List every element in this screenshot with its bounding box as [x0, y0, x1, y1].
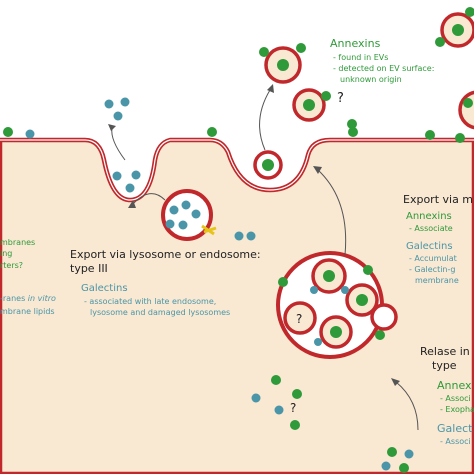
right-line: - Accumulat — [409, 254, 457, 263]
galectin-dot — [314, 338, 322, 346]
galectin-dot — [125, 183, 135, 193]
annexin-dot — [292, 389, 302, 399]
galectin-dot — [310, 286, 318, 294]
left-fragment: -ranes in vitro — [0, 294, 56, 303]
annexin-dot — [348, 127, 358, 137]
annexin-dot — [356, 294, 368, 306]
galectin-dot — [131, 170, 141, 180]
lysosome-heading: Export via lysosome or endosome: — [70, 248, 261, 261]
annexin-dot — [278, 277, 288, 287]
right-galectins: Galectins — [406, 241, 453, 252]
annexin-dot — [399, 463, 409, 473]
autophagosome — [370, 303, 398, 331]
annexin-dot — [262, 159, 274, 171]
cell-cytoplasm — [0, 137, 474, 474]
annexin-dot — [321, 91, 331, 101]
annexin-dot — [465, 7, 474, 17]
right-line: - Associ — [440, 394, 471, 403]
galectin-dot — [234, 231, 244, 241]
question-mark: ? — [296, 312, 302, 326]
annexins-line: unknown origin — [340, 75, 402, 84]
annexin-dot — [347, 119, 357, 129]
question-mark: ? — [337, 91, 344, 106]
galectin-dot — [113, 111, 123, 121]
annexin-dot — [363, 265, 373, 275]
galectin-dot — [178, 220, 188, 230]
right-heading: Export via m — [403, 193, 473, 206]
cell-membrane-inner — [0, 139, 474, 201]
budding-vesicle — [458, 90, 474, 130]
arrow-head — [391, 378, 400, 386]
galectin-dot — [181, 200, 191, 210]
lysosome — [161, 189, 213, 241]
arrow-head — [128, 200, 136, 208]
left-fragment: ing — [0, 249, 12, 258]
arrow-head — [108, 124, 116, 131]
annexin-dot — [259, 47, 269, 57]
galectin-dot — [25, 129, 35, 139]
arrow-head — [267, 84, 274, 93]
annexin-dot — [323, 270, 335, 282]
release-arrow — [395, 381, 419, 431]
galectin-dot — [112, 171, 122, 181]
annexins-line: - found in EVs — [333, 53, 388, 62]
annexin-dot — [277, 59, 289, 71]
galectin-dot — [191, 209, 201, 219]
annexin-dot — [271, 375, 281, 385]
lysosome-heading: type III — [70, 262, 108, 275]
left-fragment: mbrane lipids — [0, 307, 55, 316]
annexin-dot — [207, 127, 217, 137]
arrow-head — [313, 166, 322, 174]
lysosome-arrow — [131, 193, 166, 206]
right-galectins: Galect — [437, 422, 473, 435]
galectin-dot — [169, 205, 179, 215]
right-heading: Relase in — [420, 345, 470, 358]
annexin-dot — [435, 37, 445, 47]
annexin-dot — [452, 24, 464, 36]
left-fragment: mbranes — [0, 238, 35, 247]
annexin-dot — [375, 330, 385, 340]
intraluminal-vesicle — [283, 301, 317, 335]
right-line: membrane — [415, 276, 459, 285]
galectin-dot — [404, 449, 414, 459]
annexin-dot — [3, 127, 13, 137]
annexin-dot — [303, 99, 315, 111]
annexin-dot — [296, 43, 306, 53]
galectins-line: lysosome and damaged lysosomes — [90, 308, 230, 317]
galectin-dot — [251, 393, 261, 403]
mvb-arrow — [317, 169, 347, 256]
annexin-dot — [425, 130, 435, 140]
vesicle-arrow — [259, 89, 271, 151]
annexin-dot — [455, 133, 465, 143]
galectin-dot — [274, 405, 284, 415]
release-arrow — [111, 127, 126, 161]
right-annexins: Annex — [437, 379, 472, 392]
annexin-dot — [463, 98, 473, 108]
annexin-dot — [330, 326, 342, 338]
galectins-line: - associated with late endosome, — [84, 297, 216, 306]
galectin-dot — [104, 99, 114, 109]
damage-marker — [201, 224, 217, 236]
question-mark: ? — [290, 401, 296, 415]
right-heading: type — [432, 359, 457, 372]
right-line: - Associ — [440, 437, 471, 446]
right-line: - Galectin-g — [409, 265, 455, 274]
right-annexins: Annexins — [406, 211, 452, 222]
right-line: - Exopha — [440, 405, 474, 414]
galectin-dot — [165, 219, 175, 229]
galectins-title: Galectins — [81, 283, 128, 294]
right-line: - Associate — [409, 224, 453, 233]
galectin-dot — [120, 97, 130, 107]
left-fragment: rters? — [0, 261, 23, 270]
annexins-title: Annexins — [330, 37, 381, 50]
galectin-dot — [381, 461, 391, 471]
galectin-dot — [341, 286, 349, 294]
annexins-line: - detected on EV surface: — [333, 64, 434, 73]
annexin-dot — [387, 447, 397, 457]
galectin-dot — [246, 231, 256, 241]
annexin-dot — [290, 420, 300, 430]
